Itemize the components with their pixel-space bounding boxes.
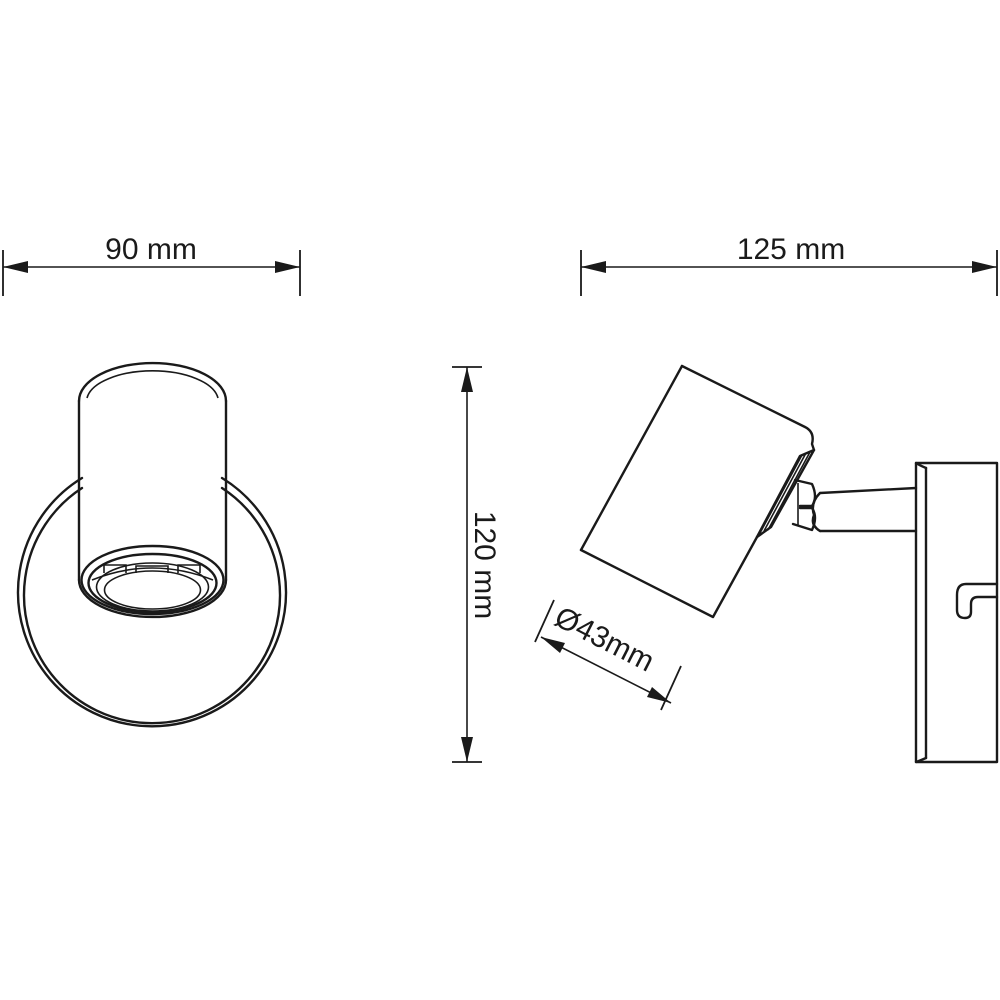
- arm: [811, 486, 918, 533]
- front-width-arrow-right: [275, 261, 300, 273]
- side-depth-arrow-left: [581, 261, 606, 273]
- wall-plate-outer: [16, 476, 288, 728]
- front-width-arrow-left: [3, 261, 28, 273]
- height-arrow-top: [461, 367, 473, 392]
- height-label: 120 mm: [468, 511, 501, 619]
- head-diameter-label: Ø43mm: [549, 601, 659, 679]
- swivel-joint: [791, 478, 817, 532]
- side-depth-arrow-right: [972, 261, 997, 273]
- wall-base: [914, 461, 999, 764]
- diameter-dimension-line: [540, 636, 672, 704]
- switch: [955, 582, 999, 620]
- wall-plate-inner: [22, 486, 282, 725]
- height-dimension: 120 mm: [452, 366, 501, 763]
- spot-head-front: [77, 361, 228, 619]
- side-depth-dimension: 125 mm: [580, 233, 998, 296]
- diameter-extension-bottom: [660, 665, 682, 711]
- front-view: [16, 361, 288, 728]
- head-diameter-dimension: Ø43mm: [534, 599, 682, 711]
- spot-head-side: [579, 364, 816, 619]
- height-arrow-bottom: [461, 737, 473, 762]
- front-width-label: 90 mm: [105, 233, 197, 266]
- front-width-dimension: 90 mm: [2, 233, 301, 296]
- side-depth-label: 125 mm: [737, 233, 845, 266]
- side-view: [579, 364, 999, 764]
- diameter-arrow-bottom: [647, 687, 671, 703]
- diameter-extension-top: [534, 599, 555, 643]
- diameter-arrow-top: [541, 637, 565, 653]
- lamp-opening: [80, 544, 225, 616]
